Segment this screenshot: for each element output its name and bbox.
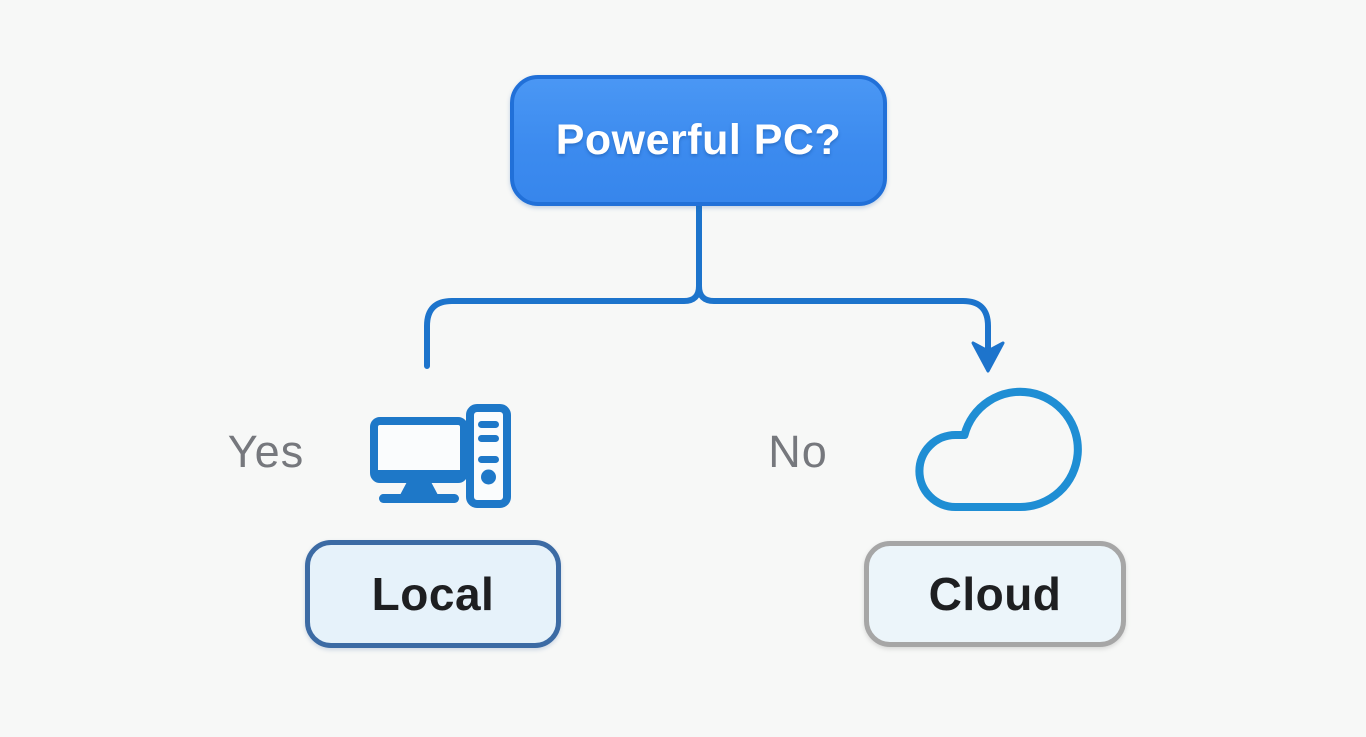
outcome-label-cloud: Cloud [928,568,1062,620]
connector-branch-yes [424,283,702,369]
decision-label: Powerful PC? [555,116,842,164]
outcome-node-cloud: Cloud [864,541,1126,647]
connector-branch-no [696,283,991,355]
branch-label-no: No [768,426,828,477]
outcome-node-local: Local [305,540,561,648]
branch-label-yes: Yes [227,426,305,477]
decision-node: Powerful PC? [510,75,887,206]
desktop-computer-icon [370,404,511,508]
cloud-icon [915,387,1082,512]
outcome-label-local: Local [371,568,495,620]
arrowhead-icon [971,341,1005,373]
